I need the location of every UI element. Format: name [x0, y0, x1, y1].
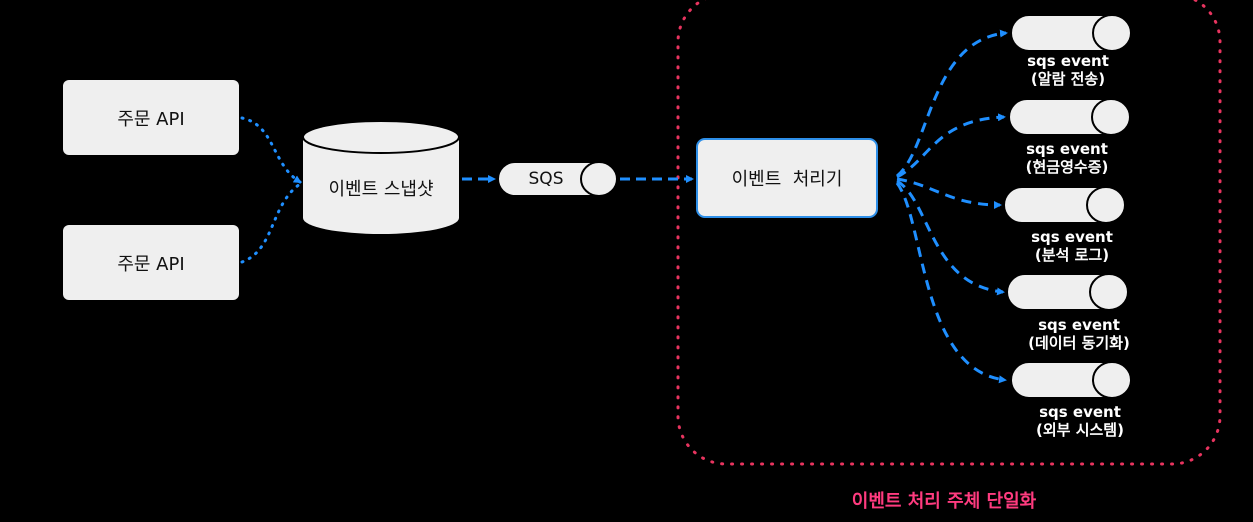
event-shape-4	[1006, 273, 1129, 311]
snapshot-label: 이벤트 스냅샷	[328, 179, 434, 200]
event-label-2: sqs event (현금영수증)	[987, 140, 1147, 176]
event-processor: 이벤트 처리기	[696, 138, 878, 218]
event-label-4: sqs event (데이터 동기화)	[999, 316, 1159, 352]
sqs-label: SQS	[528, 169, 564, 189]
source-label: 주문 API	[117, 108, 185, 130]
event-label-3: sqs event (분석 로그)	[992, 228, 1152, 264]
event-purpose: (현금영수증)	[1025, 158, 1109, 176]
source-order-api-1: 주문 API	[63, 80, 239, 155]
source-order-api-2: 주문 API	[63, 225, 239, 300]
event-type: sqs event	[1031, 228, 1113, 246]
connector-processor-event2	[896, 113, 1006, 179]
event-shape-1	[1010, 14, 1132, 52]
event-type: sqs event	[1039, 403, 1121, 421]
processor-label: 이벤트 처리기	[731, 169, 843, 190]
connector-processor-event4	[896, 179, 1005, 296]
snapshot-cylinder	[302, 120, 460, 234]
event-label-1: sqs event (알람 전송)	[988, 52, 1148, 88]
source-label: 주문 API	[117, 253, 185, 275]
event-purpose: (분석 로그)	[1034, 246, 1110, 264]
event-type: sqs event	[1026, 140, 1108, 158]
processing-region-border	[676, 0, 1222, 466]
connector-processor-event1	[896, 29, 1008, 178]
connector-source1-snapshot	[240, 116, 302, 184]
connector-source2-snapshot	[240, 182, 302, 264]
sqs-queue-shape	[497, 161, 619, 197]
event-shape-5	[1010, 361, 1132, 399]
event-type: sqs event	[1038, 316, 1120, 334]
event-purpose: (데이터 동기화)	[1028, 334, 1130, 352]
event-shape-3	[1003, 186, 1126, 224]
event-shape-2	[1008, 98, 1131, 136]
event-purpose: (알람 전송)	[1030, 70, 1106, 88]
event-type: sqs event	[1027, 52, 1109, 70]
event-label-5: sqs event (외부 시스템)	[1000, 403, 1160, 439]
connector-processor-event5	[895, 182, 1007, 384]
event-purpose: (외부 시스템)	[1036, 421, 1124, 439]
region-caption: 이벤트 처리 주체 단일화	[851, 491, 1037, 512]
connector-processor-event3	[896, 177, 1002, 209]
